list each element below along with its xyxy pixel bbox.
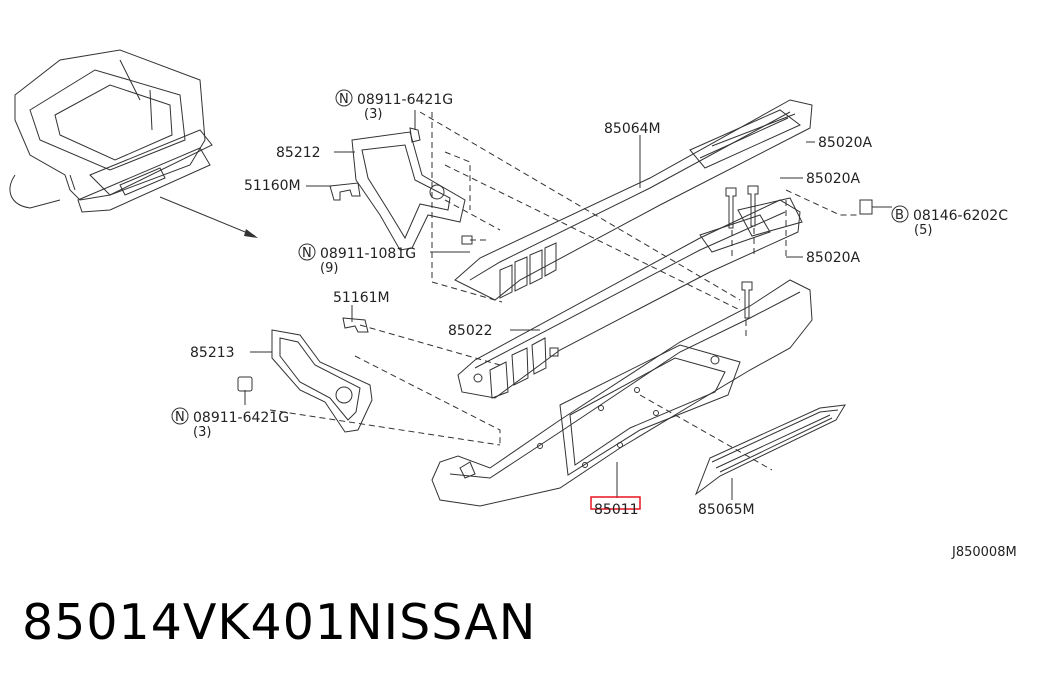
- qty-08911-1081G: (9): [320, 261, 338, 276]
- callout-85020A-3: 85020A: [806, 250, 861, 266]
- nut-symbol: [171, 407, 189, 425]
- step-pad-85065M: [694, 404, 846, 496]
- nut-symbol: [298, 243, 316, 261]
- bar-85064M: [454, 99, 813, 301]
- nut-symbol: [335, 89, 353, 107]
- part-number: 85014VK401: [22, 594, 348, 651]
- callout-85213: 85213: [190, 345, 235, 361]
- qty-08911-6421G-bottom: (3): [193, 425, 211, 440]
- bracket-85212: [351, 127, 473, 251]
- truck-rear-illustration: [9, 49, 258, 238]
- callout-51161M: 51161M: [333, 290, 390, 306]
- brand-name: NISSAN: [346, 594, 537, 651]
- bumper-85011: [431, 279, 813, 507]
- nut-symbol-letter: N: [339, 92, 349, 107]
- callout-85022: 85022: [448, 323, 493, 339]
- bolt-symbol-letter: B: [895, 208, 904, 223]
- qty-08911-6421G-top: (3): [364, 107, 382, 122]
- callout-08911-6421G-bottom: 08911-6421G: [193, 410, 289, 426]
- callout-51160M: 51160M: [244, 178, 301, 194]
- reinforcement-85022: [457, 199, 801, 399]
- nut-symbol-letter: N: [175, 410, 185, 425]
- callout-85020A-1: 85020A: [818, 135, 873, 151]
- callout-85064M: 85064M: [604, 121, 661, 137]
- drawing-code: J850008M: [951, 545, 1017, 560]
- callout-85212: 85212: [276, 145, 321, 161]
- highlight-box: [590, 496, 641, 510]
- bracket-85213: [237, 317, 373, 433]
- callout-85065M: 85065M: [698, 502, 755, 518]
- nut-symbol-letter: N: [302, 246, 312, 261]
- bolt-symbol: [891, 205, 909, 223]
- alignment-lines: [269, 111, 860, 471]
- callout-08146-6202C: 08146-6202C: [913, 208, 1008, 224]
- leader-lines: [244, 110, 815, 500]
- callout-85011: 85011: [594, 502, 639, 518]
- qty-08146-6202C: (5): [914, 223, 932, 238]
- callout-85020A-2: 85020A: [806, 171, 861, 187]
- callout-labels: N 08911-6421G (3) 85064M 85020A 85020A 8…: [171, 89, 1017, 560]
- callout-08911-6421G-top: 08911-6421G: [357, 92, 453, 108]
- callout-08911-1081G: 08911-1081G: [320, 246, 416, 262]
- bolts: [725, 185, 892, 319]
- clip-51160M: [306, 182, 361, 201]
